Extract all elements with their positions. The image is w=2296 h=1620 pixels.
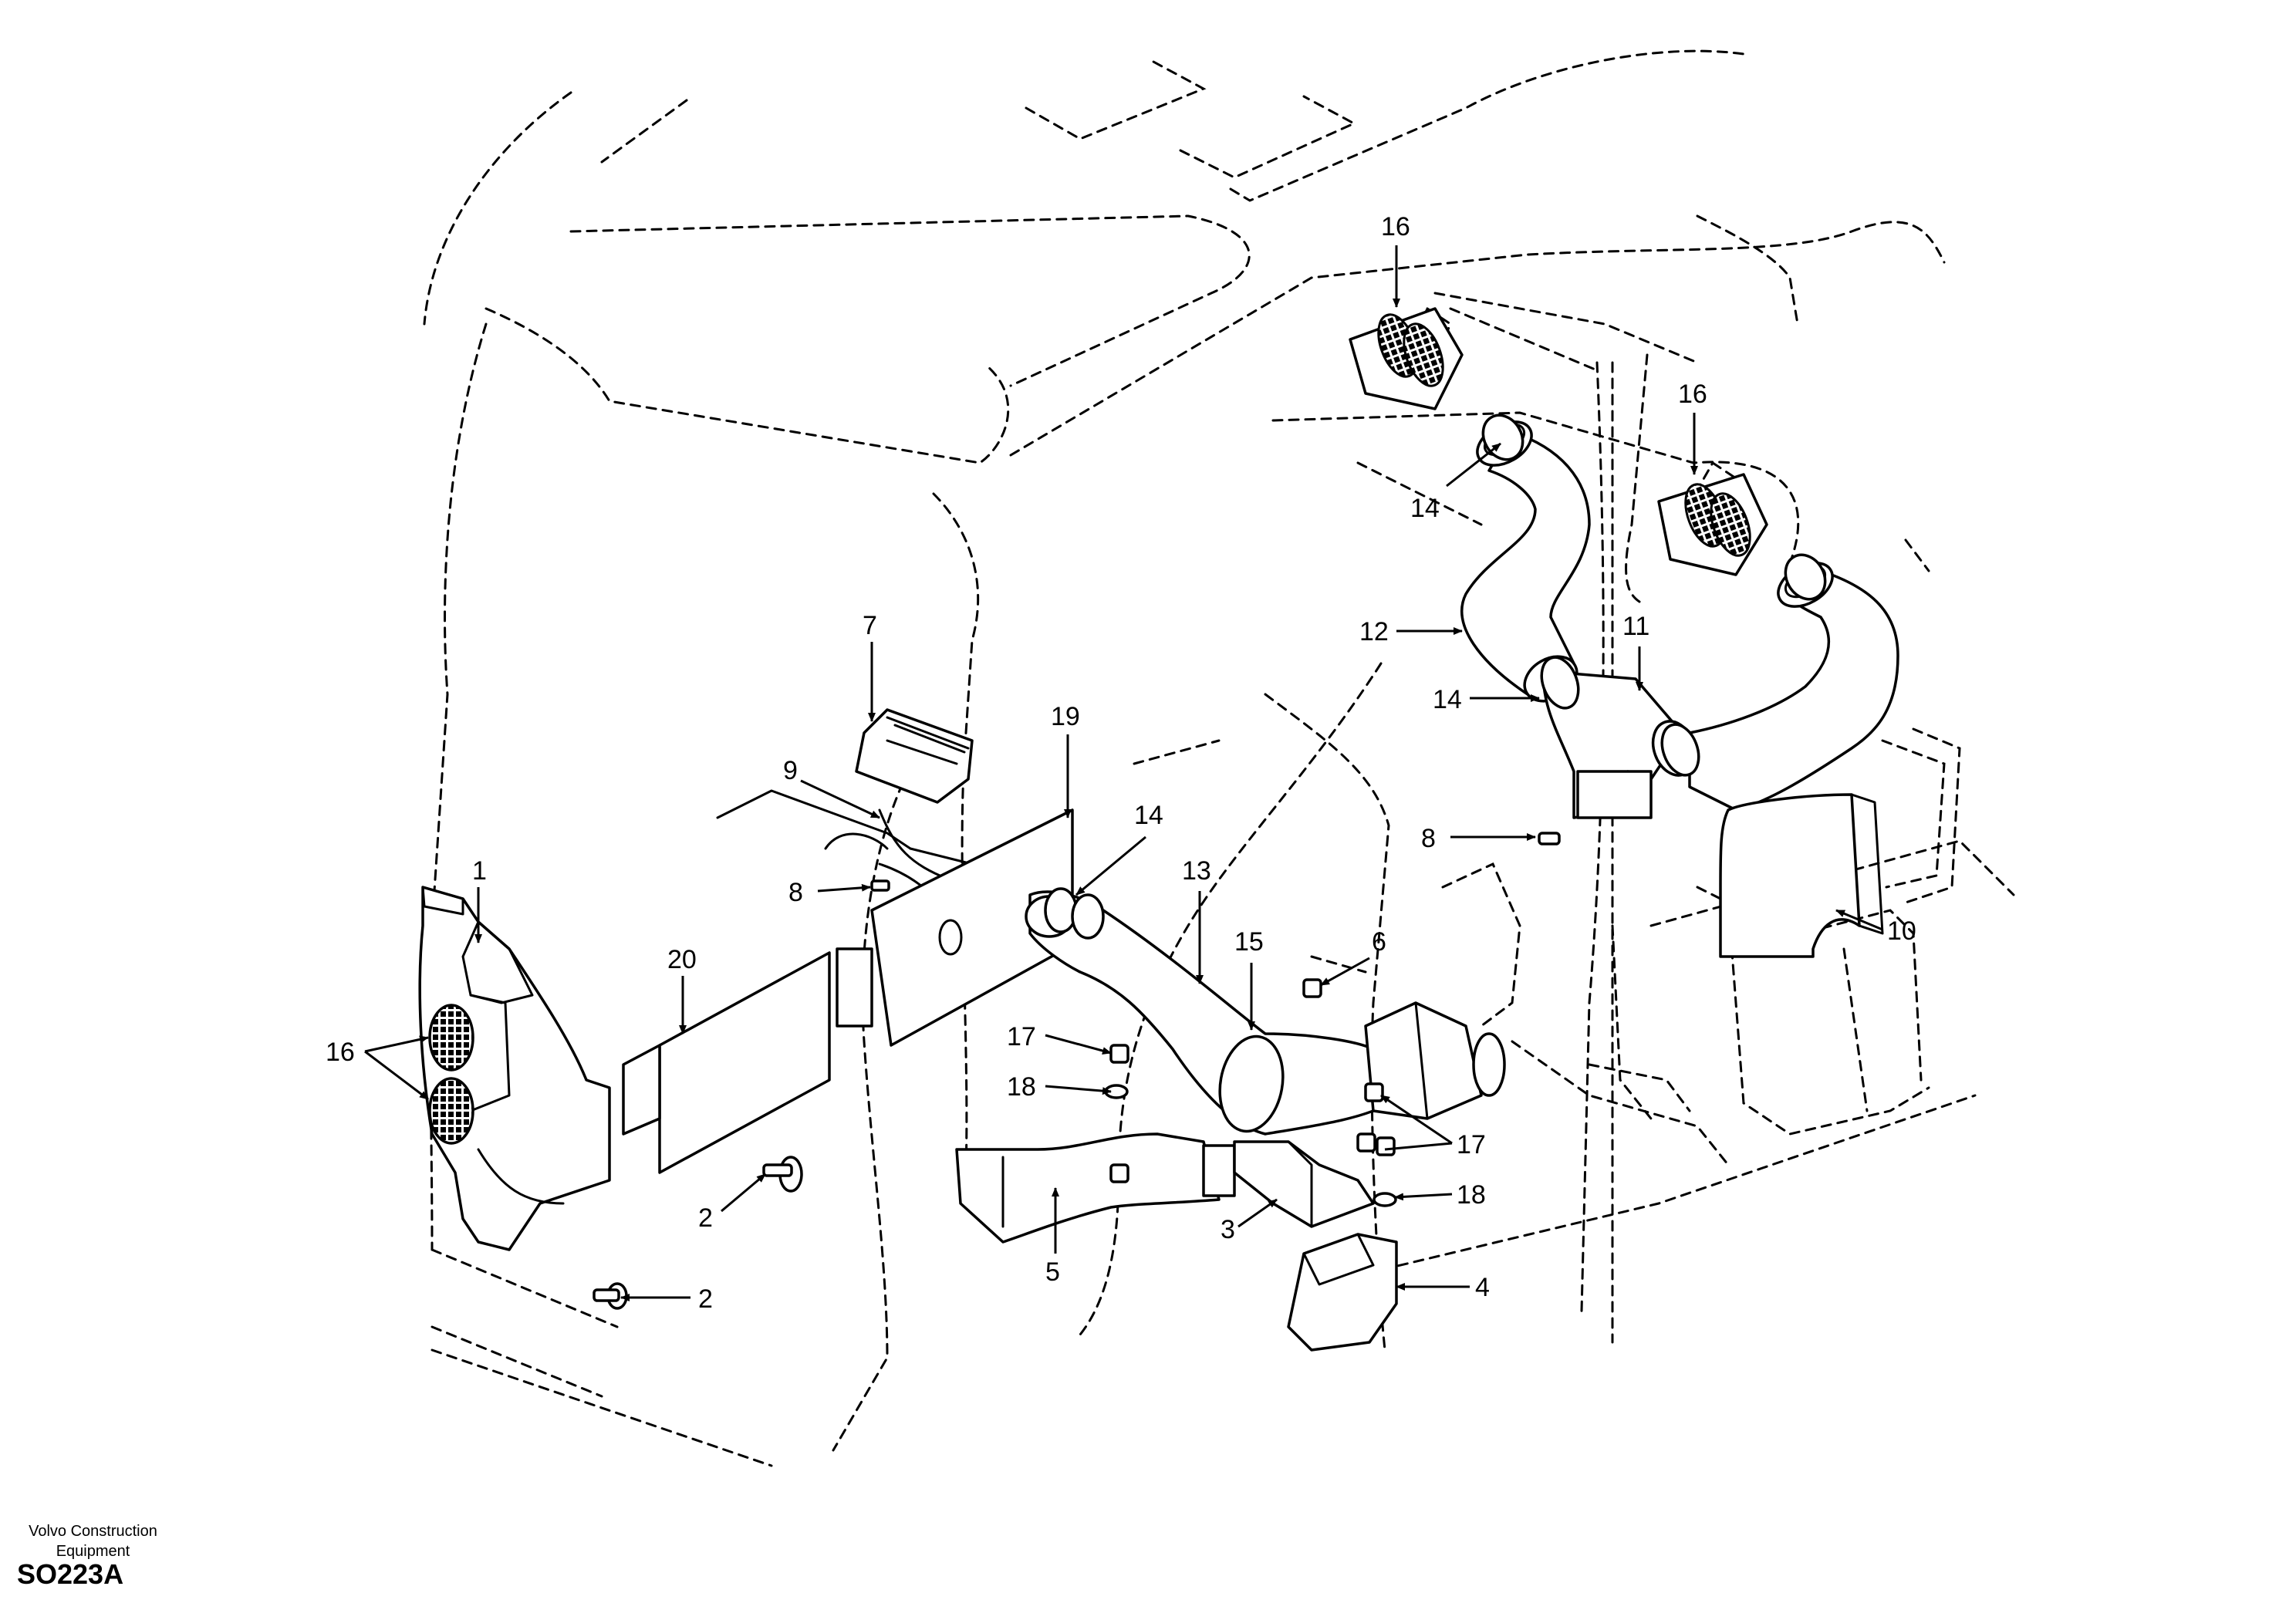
callout-16-side: 16	[326, 1038, 355, 1067]
callout-14-front: 14	[1134, 801, 1163, 830]
callout-14-middle: 14	[1433, 685, 1462, 714]
callout-14-upper: 14	[1410, 494, 1440, 523]
duct-outlet-center	[1364, 1001, 1506, 1120]
elbow-duct	[1719, 793, 1884, 958]
hardware	[593, 413, 1827, 1310]
side-duct-housing	[418, 886, 611, 1251]
callout-labels: 16 16 14 12 11 14 8 10 7 9 8 19 14 13 15…	[326, 212, 1916, 1314]
callout-20: 20	[667, 945, 697, 974]
callout-11: 11	[1622, 612, 1649, 641]
callout-6: 6	[1372, 927, 1386, 957]
callout-17-left: 17	[1007, 1022, 1036, 1051]
callout-2-upper: 2	[698, 1203, 713, 1233]
lower-duct-left	[955, 1132, 1236, 1244]
filter-panel	[622, 951, 831, 1174]
callout-13: 13	[1182, 856, 1211, 886]
callout-18-left: 18	[1007, 1072, 1036, 1102]
leader-lines	[364, 245, 1883, 1301]
callout-8-left: 8	[788, 878, 803, 907]
callout-10: 10	[1887, 916, 1916, 946]
callout-12: 12	[1359, 617, 1389, 646]
callout-1: 1	[472, 856, 487, 886]
callout-3: 3	[1221, 1215, 1235, 1244]
callout-15: 15	[1234, 927, 1264, 957]
callout-9: 9	[783, 756, 798, 785]
defroster-vent	[855, 708, 974, 804]
callout-7: 7	[863, 611, 877, 640]
lower-vent-outlet	[1287, 1233, 1398, 1352]
callout-5: 5	[1045, 1257, 1060, 1287]
callout-19: 19	[1051, 702, 1080, 731]
callout-16-rear-left: 16	[1381, 212, 1410, 241]
credit-line-2: Equipment	[56, 1543, 130, 1560]
credit-line-1: Volvo Construction	[29, 1523, 157, 1540]
vent-grille-rear-left	[1349, 307, 1464, 410]
mounting-bracket	[1233, 1140, 1375, 1228]
drawing-code: SO223A	[17, 1558, 124, 1590]
vent-grille-rear-right	[1657, 473, 1768, 576]
callout-2-lower: 2	[698, 1284, 713, 1314]
manufacturer-credit: Volvo Construction Equipment	[6, 1521, 180, 1561]
callout-8-right: 8	[1421, 824, 1436, 853]
callout-16-rear-right: 16	[1678, 380, 1707, 409]
callout-17-right: 17	[1457, 1130, 1486, 1159]
callout-18-right: 18	[1457, 1180, 1486, 1210]
callout-4: 4	[1475, 1273, 1490, 1302]
